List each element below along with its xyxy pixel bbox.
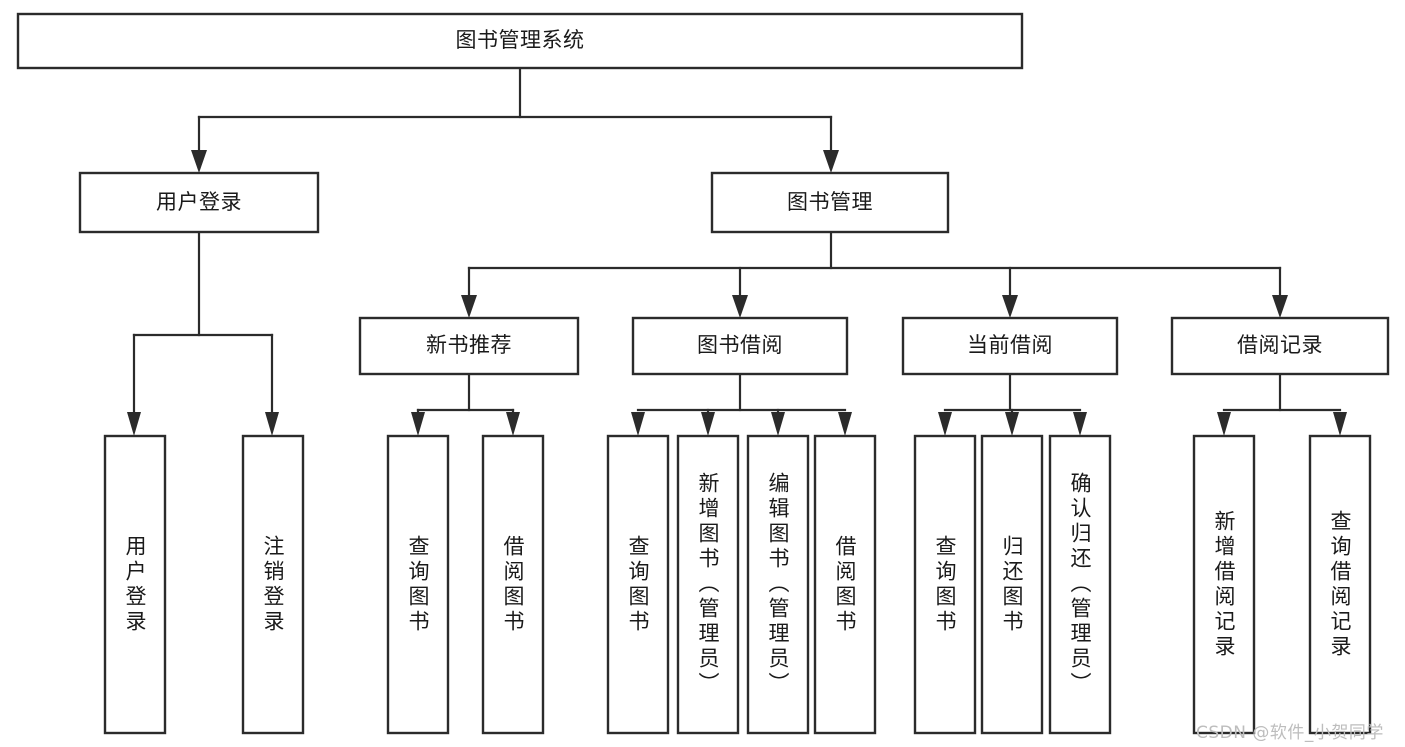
- node-label-leaf-query-record: 查询借阅记录: [1328, 509, 1353, 660]
- csdn-watermark: CSDN @软件_小贺同学: [1196, 723, 1384, 743]
- node-label-leaf-borrow-book-2: 借阅图书: [833, 534, 858, 635]
- node-box-book-management[interactable]: [710, 171, 950, 234]
- node-label-leaf-user-login: 用户登录: [123, 534, 148, 635]
- node-box-user-login[interactable]: [78, 171, 320, 234]
- node-label-leaf-confirm-return: 确认归还（管理员）: [1068, 472, 1093, 697]
- node-label-leaf-borrow-book-1: 借阅图书: [501, 534, 526, 635]
- node-label-leaf-add-record: 新增借阅记录: [1212, 509, 1237, 660]
- node-label-book-management: 图书管理: [787, 189, 873, 214]
- arrow-head-book-management: [823, 150, 839, 173]
- node-label-user-login: 用户登录: [156, 189, 242, 214]
- node-label-leaf-return-book: 归还图书: [1000, 534, 1025, 635]
- node-label-book-borrow: 图书借阅: [697, 333, 783, 358]
- arrow-head-current-borrow: [1002, 295, 1018, 318]
- node-box-leaf-return-book[interactable]: [980, 434, 1044, 735]
- node-box-leaf-borrow-book-2[interactable]: [813, 434, 877, 735]
- node-label-new-book-recommend: 新书推荐: [426, 333, 512, 358]
- arrow-head-leaf-query-record: [1333, 412, 1347, 436]
- node-box-leaf-confirm-return[interactable]: [1048, 434, 1112, 735]
- arrow-head-leaf-user-login: [127, 412, 141, 436]
- node-box-leaf-add-record[interactable]: [1192, 434, 1256, 735]
- connector-group-root: [191, 66, 839, 173]
- arrow-head-leaf-return-book: [1005, 412, 1019, 436]
- node-label-leaf-query-book-1: 查询图书: [406, 534, 431, 635]
- node-box-borrow-record[interactable]: [1170, 316, 1390, 376]
- connector-group-book-borrow: [631, 372, 852, 436]
- node-label-borrow-record: 借阅记录: [1237, 333, 1323, 358]
- node-label-leaf-query-book-2: 查询图书: [626, 534, 651, 635]
- arrow-head-leaf-query-book-1: [411, 412, 425, 436]
- node-box-leaf-add-book[interactable]: [676, 434, 740, 735]
- node-box-new-book-recommend[interactable]: [358, 316, 580, 376]
- connector-group-new-book-recommend: [411, 372, 520, 436]
- arrow-head-leaf-borrow-book-1: [506, 412, 520, 436]
- arrow-head-leaf-borrow-book-2: [838, 412, 852, 436]
- node-label-current-borrow: 当前借阅: [967, 333, 1053, 358]
- node-box-leaf-query-record[interactable]: [1308, 434, 1372, 735]
- node-label-leaf-edit-book: 编辑图书（管理员）: [766, 472, 791, 697]
- arrow-head-user-login: [191, 150, 207, 173]
- node-box-leaf-query-book-1[interactable]: [386, 434, 450, 735]
- arrow-head-book-borrow: [732, 295, 748, 318]
- arrow-head-leaf-edit-book: [771, 412, 785, 436]
- node-box-leaf-user-login[interactable]: [103, 434, 167, 735]
- connector-group-user-login: [127, 230, 279, 436]
- arrow-head-leaf-query-book-3: [938, 412, 952, 436]
- node-label-root: 图书管理系统: [455, 28, 585, 53]
- arrow-head-leaf-add-book: [701, 412, 715, 436]
- node-label-leaf-query-book-3: 查询图书: [933, 534, 958, 635]
- arrow-head-borrow-record: [1272, 295, 1288, 318]
- node-box-current-borrow[interactable]: [901, 316, 1119, 376]
- arrow-head-leaf-add-record: [1217, 412, 1231, 436]
- node-box-leaf-edit-book[interactable]: [746, 434, 810, 735]
- node-box-leaf-query-book-3[interactable]: [913, 434, 977, 735]
- connector-group-current-borrow: [938, 372, 1087, 436]
- arrow-head-leaf-confirm-return: [1073, 412, 1087, 436]
- connector-group-borrow-record: [1217, 372, 1347, 436]
- arrow-head-new-book-recommend: [461, 295, 477, 318]
- arrow-head-leaf-query-book-2: [631, 412, 645, 436]
- arrow-head-leaf-logout: [265, 412, 279, 436]
- connector-group-book-management: [461, 230, 1288, 318]
- node-label-leaf-logout: 注销登录: [261, 534, 286, 635]
- node-box-book-borrow[interactable]: [631, 316, 849, 376]
- node-label-leaf-add-book: 新增图书（管理员）: [696, 472, 721, 697]
- node-box-root[interactable]: [16, 12, 1024, 70]
- node-box-leaf-borrow-book-1[interactable]: [481, 434, 545, 735]
- node-box-leaf-query-book-2[interactable]: [606, 434, 670, 735]
- node-box-leaf-logout[interactable]: [241, 434, 305, 735]
